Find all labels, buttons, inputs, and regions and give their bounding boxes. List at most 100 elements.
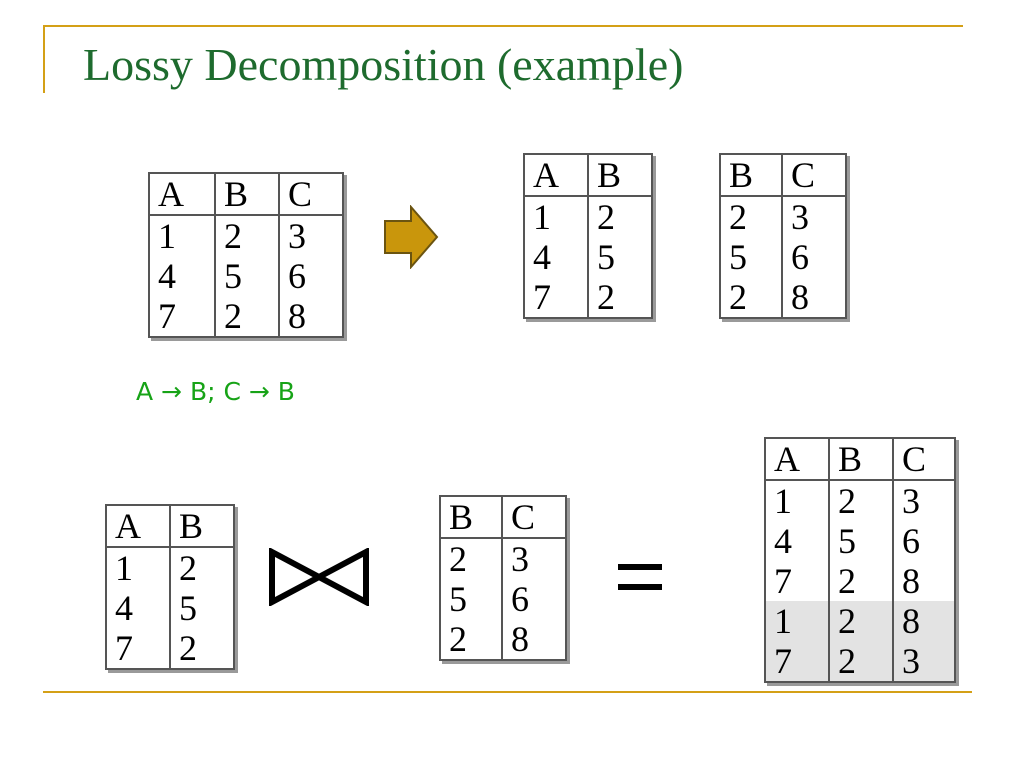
natural-join-icon (269, 548, 369, 606)
cell: 2 (439, 538, 503, 579)
table-row: 2 8 (439, 619, 567, 661)
header-c: C (278, 172, 344, 216)
cell: 1 (148, 215, 216, 256)
table-row: 4 5 (523, 237, 653, 277)
table-row: 1 2 3 (148, 215, 344, 256)
cell: 7 (148, 296, 216, 338)
cell: 2 (719, 277, 783, 319)
table-projection-bc: B C 2 3 5 6 2 8 (719, 153, 847, 319)
cell: 3 (278, 215, 344, 256)
table-row: 5 6 (439, 579, 567, 619)
table-row: 2 3 (439, 538, 567, 579)
header-a: A (148, 172, 216, 216)
header-a: A (764, 437, 830, 481)
decompose-arrow-icon (384, 205, 439, 269)
cell: 1 (105, 547, 171, 588)
table-row: 7 2 (105, 628, 235, 670)
cell: 7 (523, 277, 589, 319)
cell: 3 (892, 641, 956, 683)
bottom-rule (43, 691, 972, 693)
table-row: 4 5 6 (764, 521, 956, 561)
table-row: 7 2 8 (764, 561, 956, 601)
header-b: B (587, 153, 653, 197)
table-row: 7 2 (523, 277, 653, 319)
header-b: B (719, 153, 783, 197)
header-b: B (828, 437, 894, 481)
cell: 3 (781, 196, 847, 237)
cell: 4 (764, 521, 830, 561)
spurious-row: 1 2 8 (764, 601, 956, 641)
table-join-result: A B C 1 2 3 4 5 6 7 2 8 1 2 8 7 2 3 (764, 437, 956, 683)
cell: 2 (828, 480, 894, 521)
cell: 8 (501, 619, 567, 661)
table-header-row: B C (439, 495, 567, 539)
spurious-row: 7 2 3 (764, 641, 956, 683)
cell: 8 (892, 601, 956, 641)
header-c: C (781, 153, 847, 197)
cell: 8 (892, 561, 956, 601)
top-rule (43, 25, 963, 27)
cell: 8 (278, 296, 344, 338)
table-row: 1 2 (105, 547, 235, 588)
table-header-row: B C (719, 153, 847, 197)
cell: 2 (587, 277, 653, 319)
cell: 5 (439, 579, 503, 619)
cell: 4 (523, 237, 589, 277)
header-b: B (214, 172, 280, 216)
table-row: 4 5 (105, 588, 235, 628)
cell: 5 (169, 588, 235, 628)
header-a: A (523, 153, 589, 197)
cell: 2 (828, 561, 894, 601)
table-row: 7 2 8 (148, 296, 344, 338)
cell: 4 (105, 588, 171, 628)
cell: 2 (169, 547, 235, 588)
left-rule (43, 25, 45, 93)
header-c: C (892, 437, 956, 481)
cell: 7 (764, 641, 830, 683)
cell: 5 (828, 521, 894, 561)
cell: 6 (892, 521, 956, 561)
cell: 6 (781, 237, 847, 277)
cell: 3 (892, 480, 956, 521)
cell: 2 (587, 196, 653, 237)
cell: 3 (501, 538, 567, 579)
table-row: 2 3 (719, 196, 847, 237)
equals-icon (618, 564, 662, 590)
table-header-row: A B C (764, 437, 956, 481)
table-original: A B C 1 2 3 4 5 6 7 2 8 (148, 172, 344, 338)
table-join-bc: B C 2 3 5 6 2 8 (439, 495, 567, 661)
cell: 7 (105, 628, 171, 670)
cell: 6 (278, 256, 344, 296)
table-header-row: A B C (148, 172, 344, 216)
slide-title: Lossy Decomposition (example) (83, 39, 684, 90)
cell: 2 (214, 296, 280, 338)
cell: 1 (764, 480, 830, 521)
cell: 5 (214, 256, 280, 296)
table-row: 1 2 3 (764, 480, 956, 521)
table-join-ab: A B 1 2 4 5 7 2 (105, 504, 235, 670)
header-c: C (501, 495, 567, 539)
cell: 8 (781, 277, 847, 319)
table-header-row: A B (105, 504, 235, 548)
cell: 2 (214, 215, 280, 256)
header-b: B (439, 495, 503, 539)
cell: 2 (828, 641, 894, 683)
cell: 5 (719, 237, 783, 277)
cell: 2 (439, 619, 503, 661)
table-row: 5 6 (719, 237, 847, 277)
table-header-row: A B (523, 153, 653, 197)
cell: 2 (719, 196, 783, 237)
cell: 6 (501, 579, 567, 619)
functional-dependencies: A → B; C → B (136, 377, 295, 406)
cell: 2 (169, 628, 235, 670)
table-row: 4 5 6 (148, 256, 344, 296)
cell: 1 (523, 196, 589, 237)
header-b: B (169, 504, 235, 548)
cell: 1 (764, 601, 830, 641)
cell: 7 (764, 561, 830, 601)
table-row: 2 8 (719, 277, 847, 319)
cell: 5 (587, 237, 653, 277)
cell: 2 (828, 601, 894, 641)
header-a: A (105, 504, 171, 548)
table-projection-ab: A B 1 2 4 5 7 2 (523, 153, 653, 319)
